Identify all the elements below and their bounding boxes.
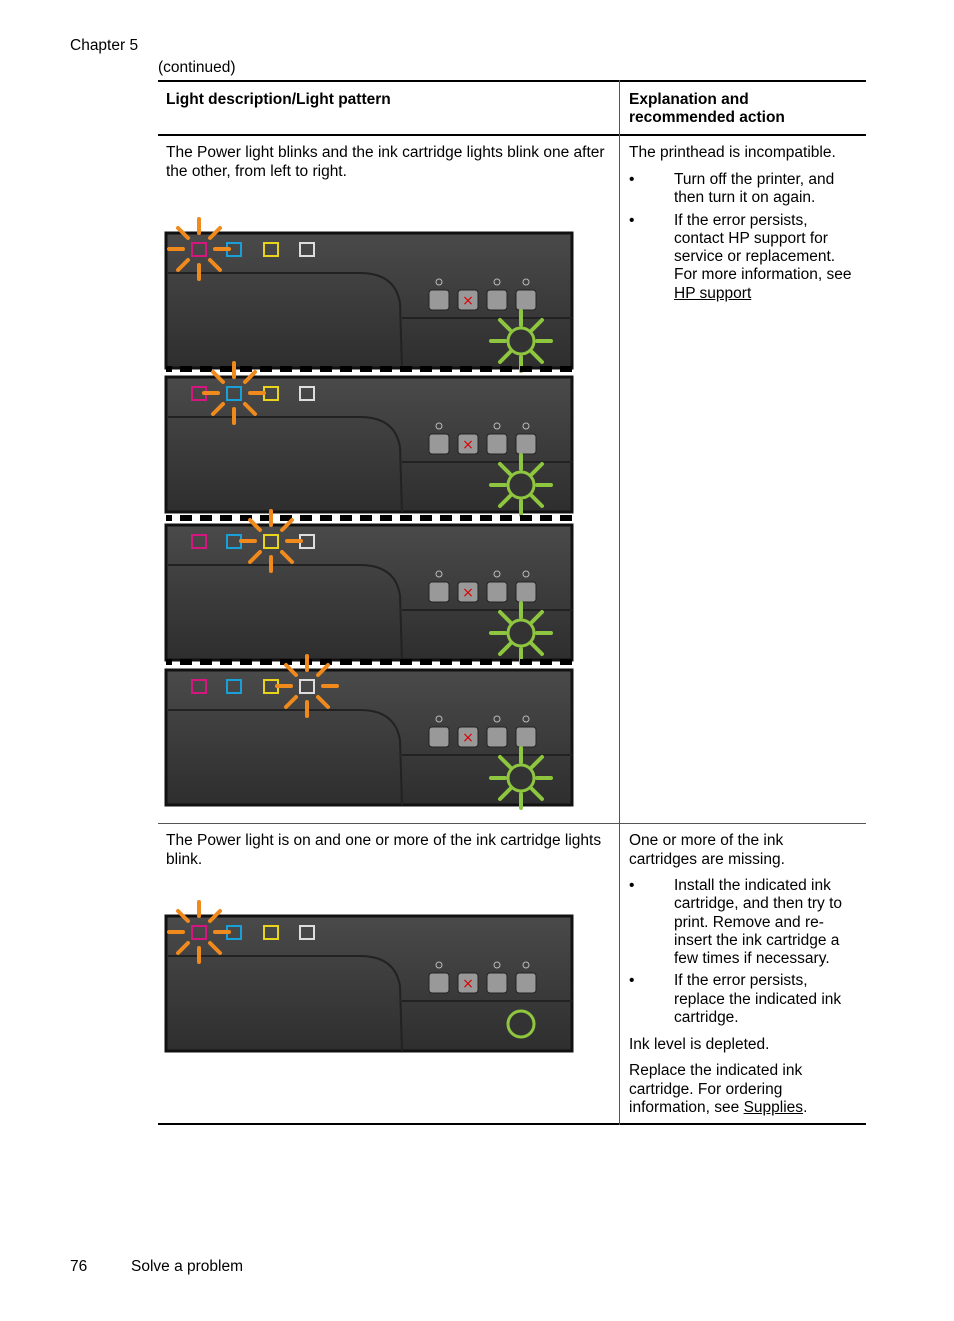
chapter-label: Chapter 5	[70, 37, 139, 54]
hp-support-link[interactable]: HP support	[674, 284, 752, 302]
row2-bullets: •Install the indicated ink cartridge, an…	[629, 877, 857, 1031]
supplies-link[interactable]: Supplies	[743, 1099, 804, 1116]
list-item: •Turn off the printer, and then turn it …	[629, 171, 835, 207]
column-divider	[619, 80, 620, 1125]
bullet-icon: •	[629, 972, 635, 990]
list-item: •If the error persists, replace the indi…	[629, 972, 842, 1027]
row-divider	[158, 823, 866, 824]
col1-header: Light description/Light pattern	[166, 91, 391, 108]
row2-explanation: One or more of the ink cartridges are mi…	[629, 832, 785, 868]
bullet-icon: •	[629, 171, 635, 188]
list-item: •Install the indicated ink cartridge, an…	[629, 877, 843, 968]
table-bottom-rule	[158, 1123, 866, 1125]
continued-label: (continued)	[158, 59, 236, 76]
footer-section-title: Solve a problem	[131, 1258, 244, 1275]
row2-extra1: Ink level is depleted.	[629, 1036, 770, 1053]
printer-panel-illustration-missing-cartridge	[164, 900, 574, 1053]
row2-extra2: Replace the indicated ink cartridge. For…	[629, 1062, 808, 1116]
table-top-rule	[158, 80, 866, 82]
list-item: •If the error persists, contact HP suppo…	[629, 211, 852, 302]
bullet-icon: •	[629, 877, 635, 894]
bullet-icon: •	[629, 211, 635, 229]
row1-bullets: •Turn off the printer, and then turn it …	[629, 171, 857, 307]
header-bottom-rule	[158, 134, 866, 136]
row1-explanation: The printhead is incompatible.	[629, 144, 836, 161]
printer-panel-illustration: ×	[164, 217, 574, 810]
page-number: 76	[70, 1258, 88, 1275]
col2-header: Explanation and recommended action	[629, 91, 785, 126]
row2-description: The Power light is on and one or more of…	[166, 832, 602, 868]
row1-description: The Power light blinks and the ink cartr…	[166, 144, 605, 180]
